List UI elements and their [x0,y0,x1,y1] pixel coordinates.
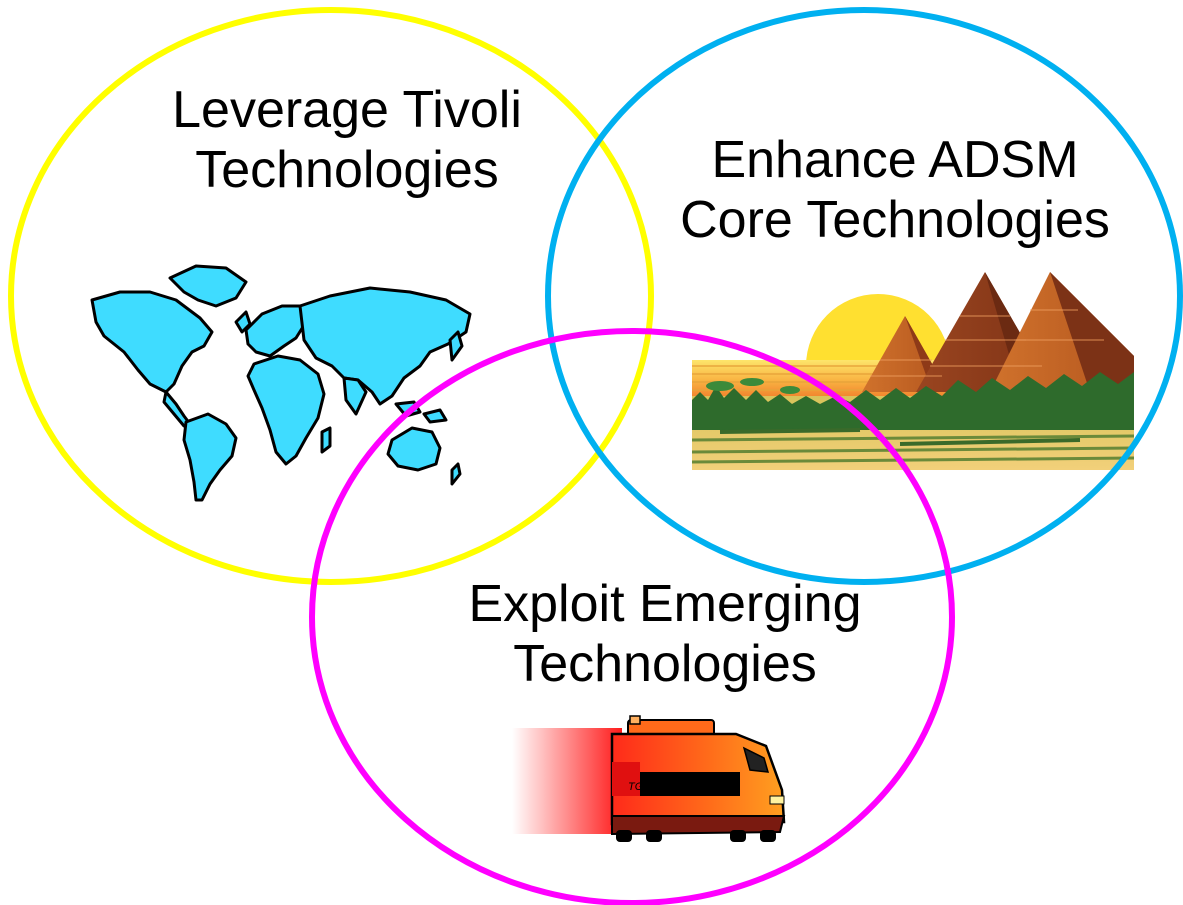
pyramids-icon [691,272,1135,470]
tivoli-label: Leverage Tivoli Technologies [147,80,547,200]
emerging-circle [309,328,955,905]
emerging-label-line1: Exploit Emerging [468,575,862,633]
emerging-label: Exploit Emerging Technologies [430,574,900,694]
adsm-label-line2: Core Technologies [680,191,1110,249]
adsm-label: Enhance ADSM Core Technologies [655,130,1135,250]
adsm-circle [545,7,1183,585]
train-icon: TGV [512,715,786,842]
emerging-label-line2: Technologies [513,635,817,693]
train-badge: TGV [628,781,652,793]
tivoli-label-line1: Leverage Tivoli [172,81,522,139]
tivoli-label-line2: Technologies [195,141,499,199]
tivoli-circle [8,7,654,585]
adsm-label-line1: Enhance ADSM [711,131,1079,189]
world-map-icon [90,264,472,502]
